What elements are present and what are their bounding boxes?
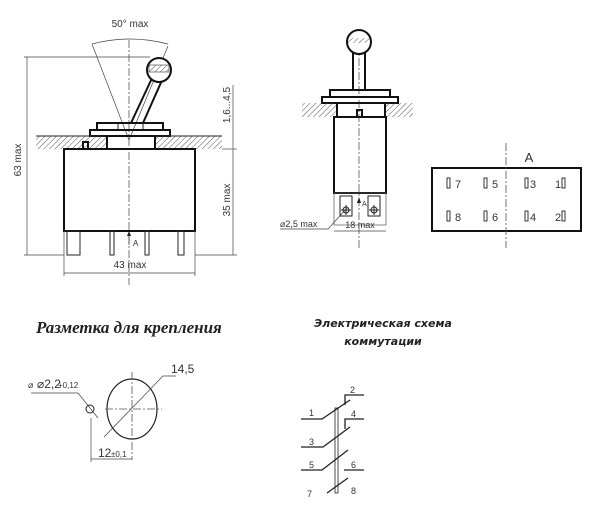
spacing-label: 12: [98, 446, 112, 460]
diameter-symbol: ⌀: [28, 380, 34, 390]
small-hole-tolerance: +0,12: [58, 381, 79, 390]
width-label: 43 max: [114, 260, 147, 271]
panel-left: [36, 136, 106, 149]
angle-arc: [91, 38, 169, 45]
side-view: 50° max A 63 max 1,6...4,5 35 max 43 max: [13, 19, 237, 285]
contact-label: 2: [350, 385, 355, 395]
small-hole: [85, 404, 95, 414]
width-label: 18 max: [345, 220, 375, 230]
view-marker: A: [362, 201, 367, 208]
spacing-tolerance: ±0,1: [111, 450, 127, 459]
actuator-bar: [334, 407, 339, 494]
contact-label: 6: [351, 460, 356, 470]
contact-label: 4: [351, 409, 356, 419]
pin-label: 1: [555, 179, 561, 191]
toggle-lever: [130, 57, 172, 124]
mounting-layout: Разметка для крепления ⌀ ⌀2,2 +0,12 14,5…: [28, 318, 222, 462]
pin-label: 8: [455, 212, 461, 224]
contact-label: 5: [309, 460, 314, 470]
terminals: [333, 192, 387, 226]
panel-thickness-label: 1,6...4,5: [222, 86, 233, 123]
terminals: [66, 230, 185, 256]
panel-right: [155, 136, 222, 149]
schematic: Электрическая схема коммутации 1 2 3 4 5…: [301, 317, 452, 499]
contact-label: 8: [351, 486, 356, 496]
nut: [329, 89, 391, 98]
pin-view: A 7 5 3 1 8 6 4 2: [431, 143, 582, 248]
lever-stem: [352, 51, 366, 91]
small-hole-label: ⌀2,2: [37, 377, 61, 391]
pin-box: [431, 167, 582, 232]
pin-label: 3: [530, 179, 536, 191]
mounting-title: Разметка для крепления: [35, 318, 222, 337]
contact-label: 1: [309, 408, 314, 418]
nut: [96, 122, 164, 131]
front-view: A ⌀2,5 max 18 max: [280, 29, 413, 248]
large-hole-label: 14,5: [171, 362, 195, 376]
contact-label: 7: [307, 489, 312, 499]
hole-diameter-label: ⌀2,5 max: [280, 219, 318, 229]
contact-label: 3: [309, 437, 314, 447]
body-height-label: 35 max: [222, 184, 233, 217]
pin-label: 5: [492, 179, 498, 191]
schematic-title-1: Электрическая схема: [314, 317, 452, 330]
switch-body: [63, 148, 196, 232]
pin-label: 7: [455, 179, 461, 191]
angle-label: 50° max: [112, 19, 149, 30]
bushing: [106, 135, 156, 150]
pin-label: 2: [555, 212, 561, 224]
schematic-title-2: коммутации: [344, 335, 422, 348]
pin-view-title: A: [525, 150, 534, 165]
view-marker: A: [133, 239, 139, 248]
switch-body: [333, 116, 387, 194]
pin-label: 4: [530, 212, 536, 224]
height-label: 63 max: [13, 144, 24, 177]
pin-label: 6: [492, 212, 498, 224]
